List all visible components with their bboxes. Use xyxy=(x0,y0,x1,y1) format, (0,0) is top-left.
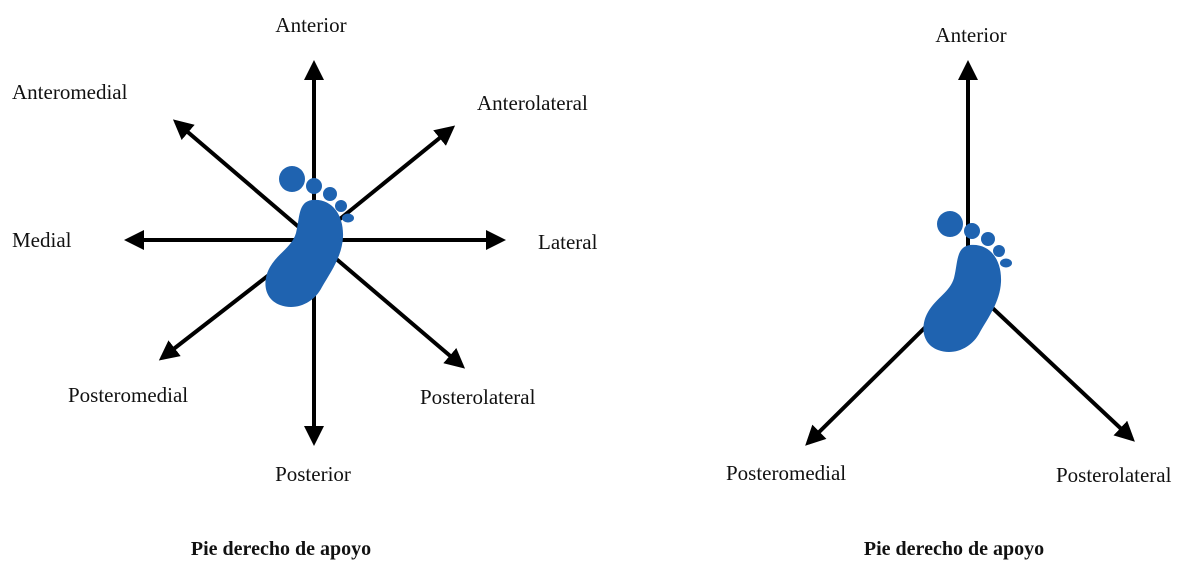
label-posterolateral: Posterolateral xyxy=(420,385,536,409)
caption: Pie derecho de apoyo xyxy=(191,538,371,560)
arrow-posterolateral xyxy=(312,238,466,369)
label-posterolateral: Posterolateral xyxy=(1056,463,1172,487)
label-medial: Medial xyxy=(12,228,72,252)
caption: Pie derecho de apoyo xyxy=(864,538,1044,560)
arrow-anteromedial xyxy=(172,119,316,242)
right-foot-icon xyxy=(923,211,1012,352)
label-anterior: Anterior xyxy=(935,23,1006,47)
label-posteromedial: Posteromedial xyxy=(68,383,188,407)
label-posteromedial: Posteromedial xyxy=(726,461,846,485)
label-anteromedial: Anteromedial xyxy=(12,80,128,104)
right-foot-icon xyxy=(265,166,354,307)
label-posterior: Posterior xyxy=(275,462,351,486)
label-anterolateral: Anterolateral xyxy=(477,91,588,115)
label-lateral: Lateral xyxy=(538,230,598,254)
y-balance-diagram: Anterior Posteromedial Posterolateral Pi… xyxy=(726,23,1172,560)
label-anterior: Anterior xyxy=(275,13,346,37)
arrow-posterolateral xyxy=(966,283,1135,442)
star-excursion-diagram: Anterior Anteromedial Anterolateral Medi… xyxy=(12,13,598,560)
